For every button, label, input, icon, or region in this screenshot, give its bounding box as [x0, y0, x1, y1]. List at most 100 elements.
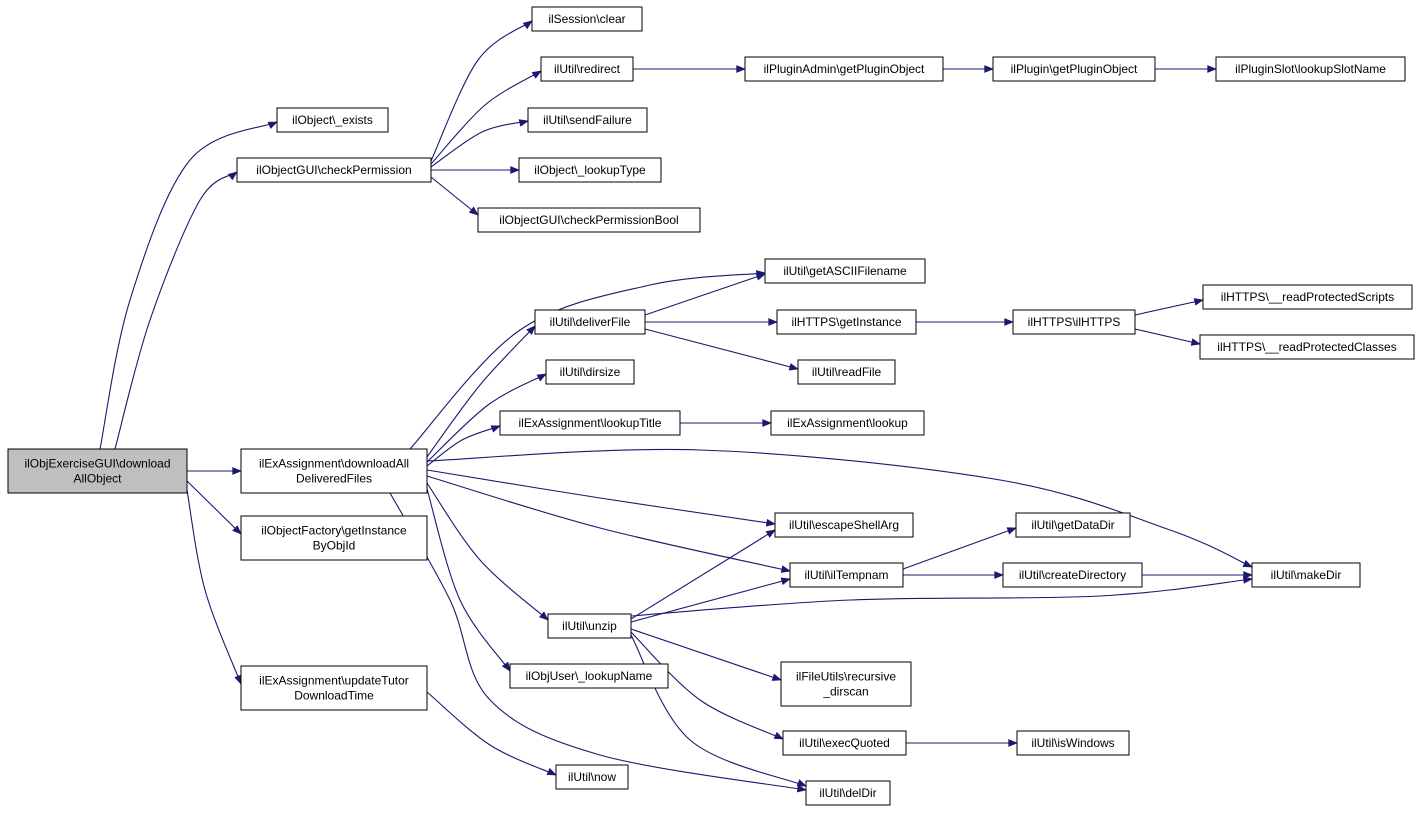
node-box	[1002, 562, 1143, 588]
node-label: ilSession\clear	[548, 12, 625, 26]
node-readProtectedClasses[interactable]: ilHTTPS\__readProtectedClasses	[1199, 334, 1415, 360]
node-box	[7, 448, 188, 494]
node-ilTempnam[interactable]: ilUtil\ilTempnam	[789, 562, 904, 588]
node-execQuoted[interactable]: ilUtil\execQuoted	[782, 730, 907, 756]
edge-downloadAllDeliveredFiles-to-ilTempnam	[426, 475, 791, 573]
node-makeDir[interactable]: ilUtil\makeDir	[1251, 562, 1361, 588]
edge-ilHTTPS-to-readProtectedScripts	[1134, 298, 1204, 316]
node-delDir[interactable]: ilUtil\delDir	[805, 780, 891, 806]
node-label: _dirscan	[822, 685, 868, 699]
node-escapeShellArg[interactable]: ilUtil\escapeShellArg	[774, 512, 914, 538]
node-readFile[interactable]: ilUtil\readFile	[797, 359, 896, 385]
node-pluginGetPluginObject[interactable]: ilPlugin\getPluginObject	[992, 56, 1156, 82]
node-label: ilHTTPS\__readProtectedScripts	[1221, 290, 1394, 304]
node-label: ilHTTPS\__readProtectedClasses	[1217, 340, 1396, 354]
node-box	[805, 780, 891, 806]
node-dirsize[interactable]: ilUtil\dirsize	[545, 359, 635, 385]
node-box	[770, 410, 925, 436]
node-label: ilUtil\readFile	[812, 365, 882, 379]
node-label: DeliveredFiles	[296, 472, 372, 486]
node-box	[547, 613, 632, 639]
node-lookupSlotName[interactable]: ilPluginSlot\lookupSlotName	[1215, 56, 1406, 82]
node-label: ilObjectGUI\checkPermissionBool	[499, 213, 678, 227]
edge-downloadAllObject-to-updateTutorDownloadTime	[186, 489, 242, 685]
node-lookupTitle[interactable]: ilExAssignment\lookupTitle	[499, 410, 681, 436]
node-label: ilFileUtils\recursive	[796, 670, 896, 684]
node-exists[interactable]: ilObject\_exists	[276, 107, 389, 133]
node-box	[1012, 309, 1136, 335]
node-box	[744, 56, 944, 82]
node-box	[1015, 512, 1131, 538]
node-deliverFile[interactable]: ilUtil\deliverFile	[534, 309, 646, 335]
edge-unzip-to-recursiveDirscan	[630, 628, 782, 681]
node-label: ilObject\_lookupType	[534, 163, 646, 177]
node-label: ilObject\_exists	[292, 113, 373, 127]
node-box	[1251, 562, 1361, 588]
node-label: ilObjUser\_lookupName	[526, 669, 653, 683]
node-checkPermission[interactable]: ilObjectGUI\checkPermission	[236, 157, 432, 183]
edge-downloadAllDeliveredFiles-to-lookupTitle	[426, 425, 501, 467]
node-readProtectedScripts[interactable]: ilHTTPS\__readProtectedScripts	[1202, 284, 1413, 310]
node-checkPermissionBool[interactable]: ilObjectGUI\checkPermissionBool	[477, 207, 701, 233]
node-ilHTTPS[interactable]: ilHTTPS\ilHTTPS	[1012, 309, 1136, 335]
node-box	[509, 663, 669, 689]
node-label: ByObjId	[313, 539, 356, 553]
edge-unzip-to-ilTempnam	[630, 577, 791, 623]
edge-deliverFile-to-readFile	[644, 328, 799, 371]
node-label: ilUtil\getDataDir	[1031, 518, 1114, 532]
edge-unzip-to-makeDir	[630, 576, 1253, 617]
node-box	[240, 665, 428, 711]
node-label: ilPlugin\getPluginObject	[1011, 62, 1138, 76]
node-box	[797, 359, 896, 385]
node-box	[276, 107, 389, 133]
edge-downloadAllObject-to-exists	[99, 121, 278, 450]
node-label: ilUtil\deliverFile	[550, 315, 631, 329]
node-pluginAdminGetPluginObject[interactable]: ilPluginAdmin\getPluginObject	[744, 56, 944, 82]
node-createDirectory[interactable]: ilUtil\createDirectory	[1002, 562, 1143, 588]
node-label: ilHTTPS\ilHTTPS	[1028, 315, 1121, 329]
edge-ilHTTPS-to-readProtectedClasses	[1134, 328, 1201, 346]
node-now[interactable]: ilUtil\now	[555, 764, 629, 790]
node-box	[477, 207, 701, 233]
node-box	[540, 56, 634, 82]
edge-downloadAllDeliveredFiles-to-delDir	[389, 492, 807, 793]
node-label: ilUtil\isWindows	[1031, 736, 1114, 750]
node-getDataDir[interactable]: ilUtil\getDataDir	[1015, 512, 1131, 538]
node-box	[789, 562, 904, 588]
node-box	[236, 157, 432, 183]
node-lookupType[interactable]: ilObject\_lookupType	[518, 157, 662, 183]
node-httpsGetInstance[interactable]: ilHTTPS\getInstance	[776, 309, 917, 335]
node-label: ilUtil\dirsize	[560, 365, 621, 379]
edge-unzip-to-execQuoted	[630, 631, 784, 740]
edge-checkPermission-to-redirect	[430, 70, 542, 165]
node-lookup[interactable]: ilExAssignment\lookup	[770, 410, 925, 436]
node-unzip[interactable]: ilUtil\unzip	[547, 613, 632, 639]
node-label: ilExAssignment\downloadAll	[259, 457, 409, 471]
node-label: ilExAssignment\lookupTitle	[519, 416, 662, 430]
node-lookupName[interactable]: ilObjUser\_lookupName	[509, 663, 669, 689]
node-sendFailure[interactable]: ilUtil\sendFailure	[527, 107, 648, 133]
edge-deliverFile-to-getASCIIFilename	[644, 273, 766, 316]
node-redirect[interactable]: ilUtil\redirect	[540, 56, 634, 82]
edge-checkPermission-to-sendFailure	[430, 119, 529, 168]
edge-updateTutorDownloadTime-to-now	[426, 691, 557, 776]
node-sessionClear[interactable]: ilSession\clear	[531, 6, 643, 32]
node-label: ilObjectGUI\checkPermission	[256, 163, 411, 177]
node-label: ilObjectFactory\getInstance	[261, 524, 407, 538]
node-box	[240, 448, 428, 494]
node-getASCIIFilename[interactable]: ilUtil\getASCIIFilename	[764, 258, 926, 284]
node-isWindows[interactable]: ilUtil\isWindows	[1016, 730, 1130, 756]
node-label: ilUtil\createDirectory	[1019, 568, 1126, 582]
node-label: ilPluginAdmin\getPluginObject	[764, 62, 925, 76]
node-box	[531, 6, 643, 32]
node-box	[1215, 56, 1406, 82]
edge-checkPermission-to-sessionClear	[430, 20, 533, 162]
node-recursiveDirscan[interactable]: ilFileUtils\recursive_dirscan	[780, 661, 912, 707]
node-box	[545, 359, 635, 385]
node-label: ilExAssignment\updateTutor	[259, 674, 409, 688]
